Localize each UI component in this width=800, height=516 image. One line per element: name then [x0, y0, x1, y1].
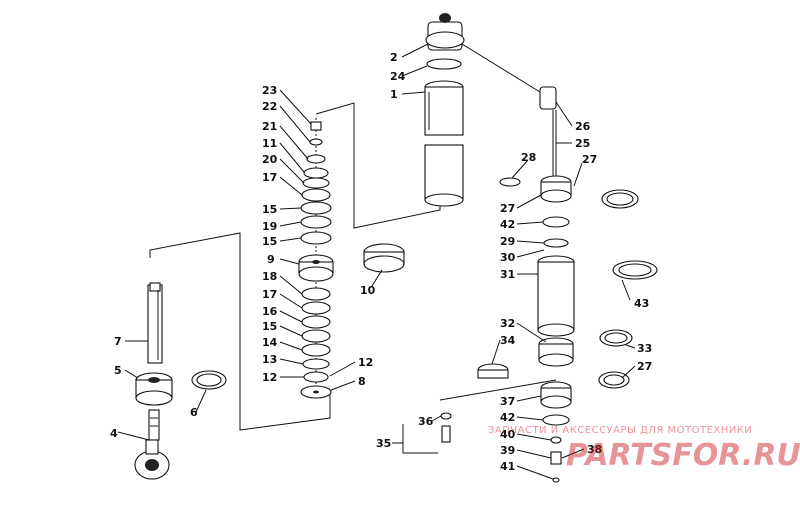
callout-label: 8	[358, 375, 366, 388]
callout-label: 34	[500, 334, 516, 347]
callout-label: 25	[575, 137, 590, 150]
callout-label: 5	[114, 364, 122, 377]
callout-label: 33	[637, 342, 652, 355]
callout-label: 15	[262, 320, 277, 333]
callout-label: 15	[262, 235, 277, 248]
callout-label: 7	[114, 335, 122, 348]
callout-label: 38	[587, 443, 602, 456]
reservoir-assembly	[439, 86, 658, 483]
callout-label: 30	[500, 251, 516, 264]
callout-label: 28	[521, 151, 536, 164]
watermark: ЗАПЧАСТИ И АКСЕССУАРЫ ДЛЯ МОТОТЕХНИКИ PA…	[488, 425, 800, 473]
callout-label: 39	[500, 444, 515, 457]
callout-label: 40	[500, 428, 516, 441]
callout-label: 17	[262, 288, 277, 301]
callout-label: 4	[110, 427, 118, 440]
callout-labels: 7 5 4 6 23 22 21 11 20 17 15 19 15 9 18 …	[110, 51, 652, 473]
callout-label: 35	[376, 437, 391, 450]
shaft-assembly	[134, 232, 331, 480]
leader-lines	[117, 43, 636, 480]
callout-label: 12	[358, 356, 373, 369]
callout-label: 42	[500, 218, 515, 231]
callout-label: 27	[500, 202, 515, 215]
callout-label: 24	[390, 70, 406, 83]
callout-label: 32	[500, 317, 515, 330]
callout-label: 18	[262, 270, 277, 283]
callout-label: 1	[390, 88, 398, 101]
callout-label: 11	[262, 137, 277, 150]
callout-label: 26	[575, 120, 591, 133]
callout-label: 16	[262, 305, 278, 318]
callout-label: 21	[262, 120, 277, 133]
callout-label: 20	[262, 153, 278, 166]
callout-label: 22	[262, 100, 277, 113]
callout-label: 43	[634, 297, 649, 310]
callout-label: 17	[262, 171, 277, 184]
callout-label: 19	[262, 220, 277, 233]
valve-stack	[298, 102, 441, 399]
callout-label: 27	[582, 153, 597, 166]
callout-label: 29	[500, 235, 515, 248]
callout-label: 37	[500, 395, 515, 408]
callout-label: 42	[500, 411, 515, 424]
callout-label: 15	[262, 203, 277, 216]
shock-body	[424, 13, 541, 207]
callout-label: 31	[500, 268, 515, 281]
watermark-brand: PARTSFOR.RU	[566, 438, 800, 473]
callout-label: 27	[637, 360, 652, 373]
callout-label: 14	[262, 336, 278, 349]
watermark-subtitle: ЗАПЧАСТИ И АКСЕССУАРЫ ДЛЯ МОТОТЕХНИКИ	[488, 425, 752, 436]
callout-label: 2	[390, 51, 398, 64]
callout-label: 41	[500, 460, 515, 473]
callout-label: 23	[262, 84, 277, 97]
callout-label: 36	[418, 415, 434, 428]
callout-label: 6	[190, 406, 198, 419]
callout-label: 13	[262, 353, 277, 366]
callout-label: 9	[267, 253, 275, 266]
callout-label: 10	[360, 284, 376, 297]
callout-label: 12	[262, 371, 277, 384]
